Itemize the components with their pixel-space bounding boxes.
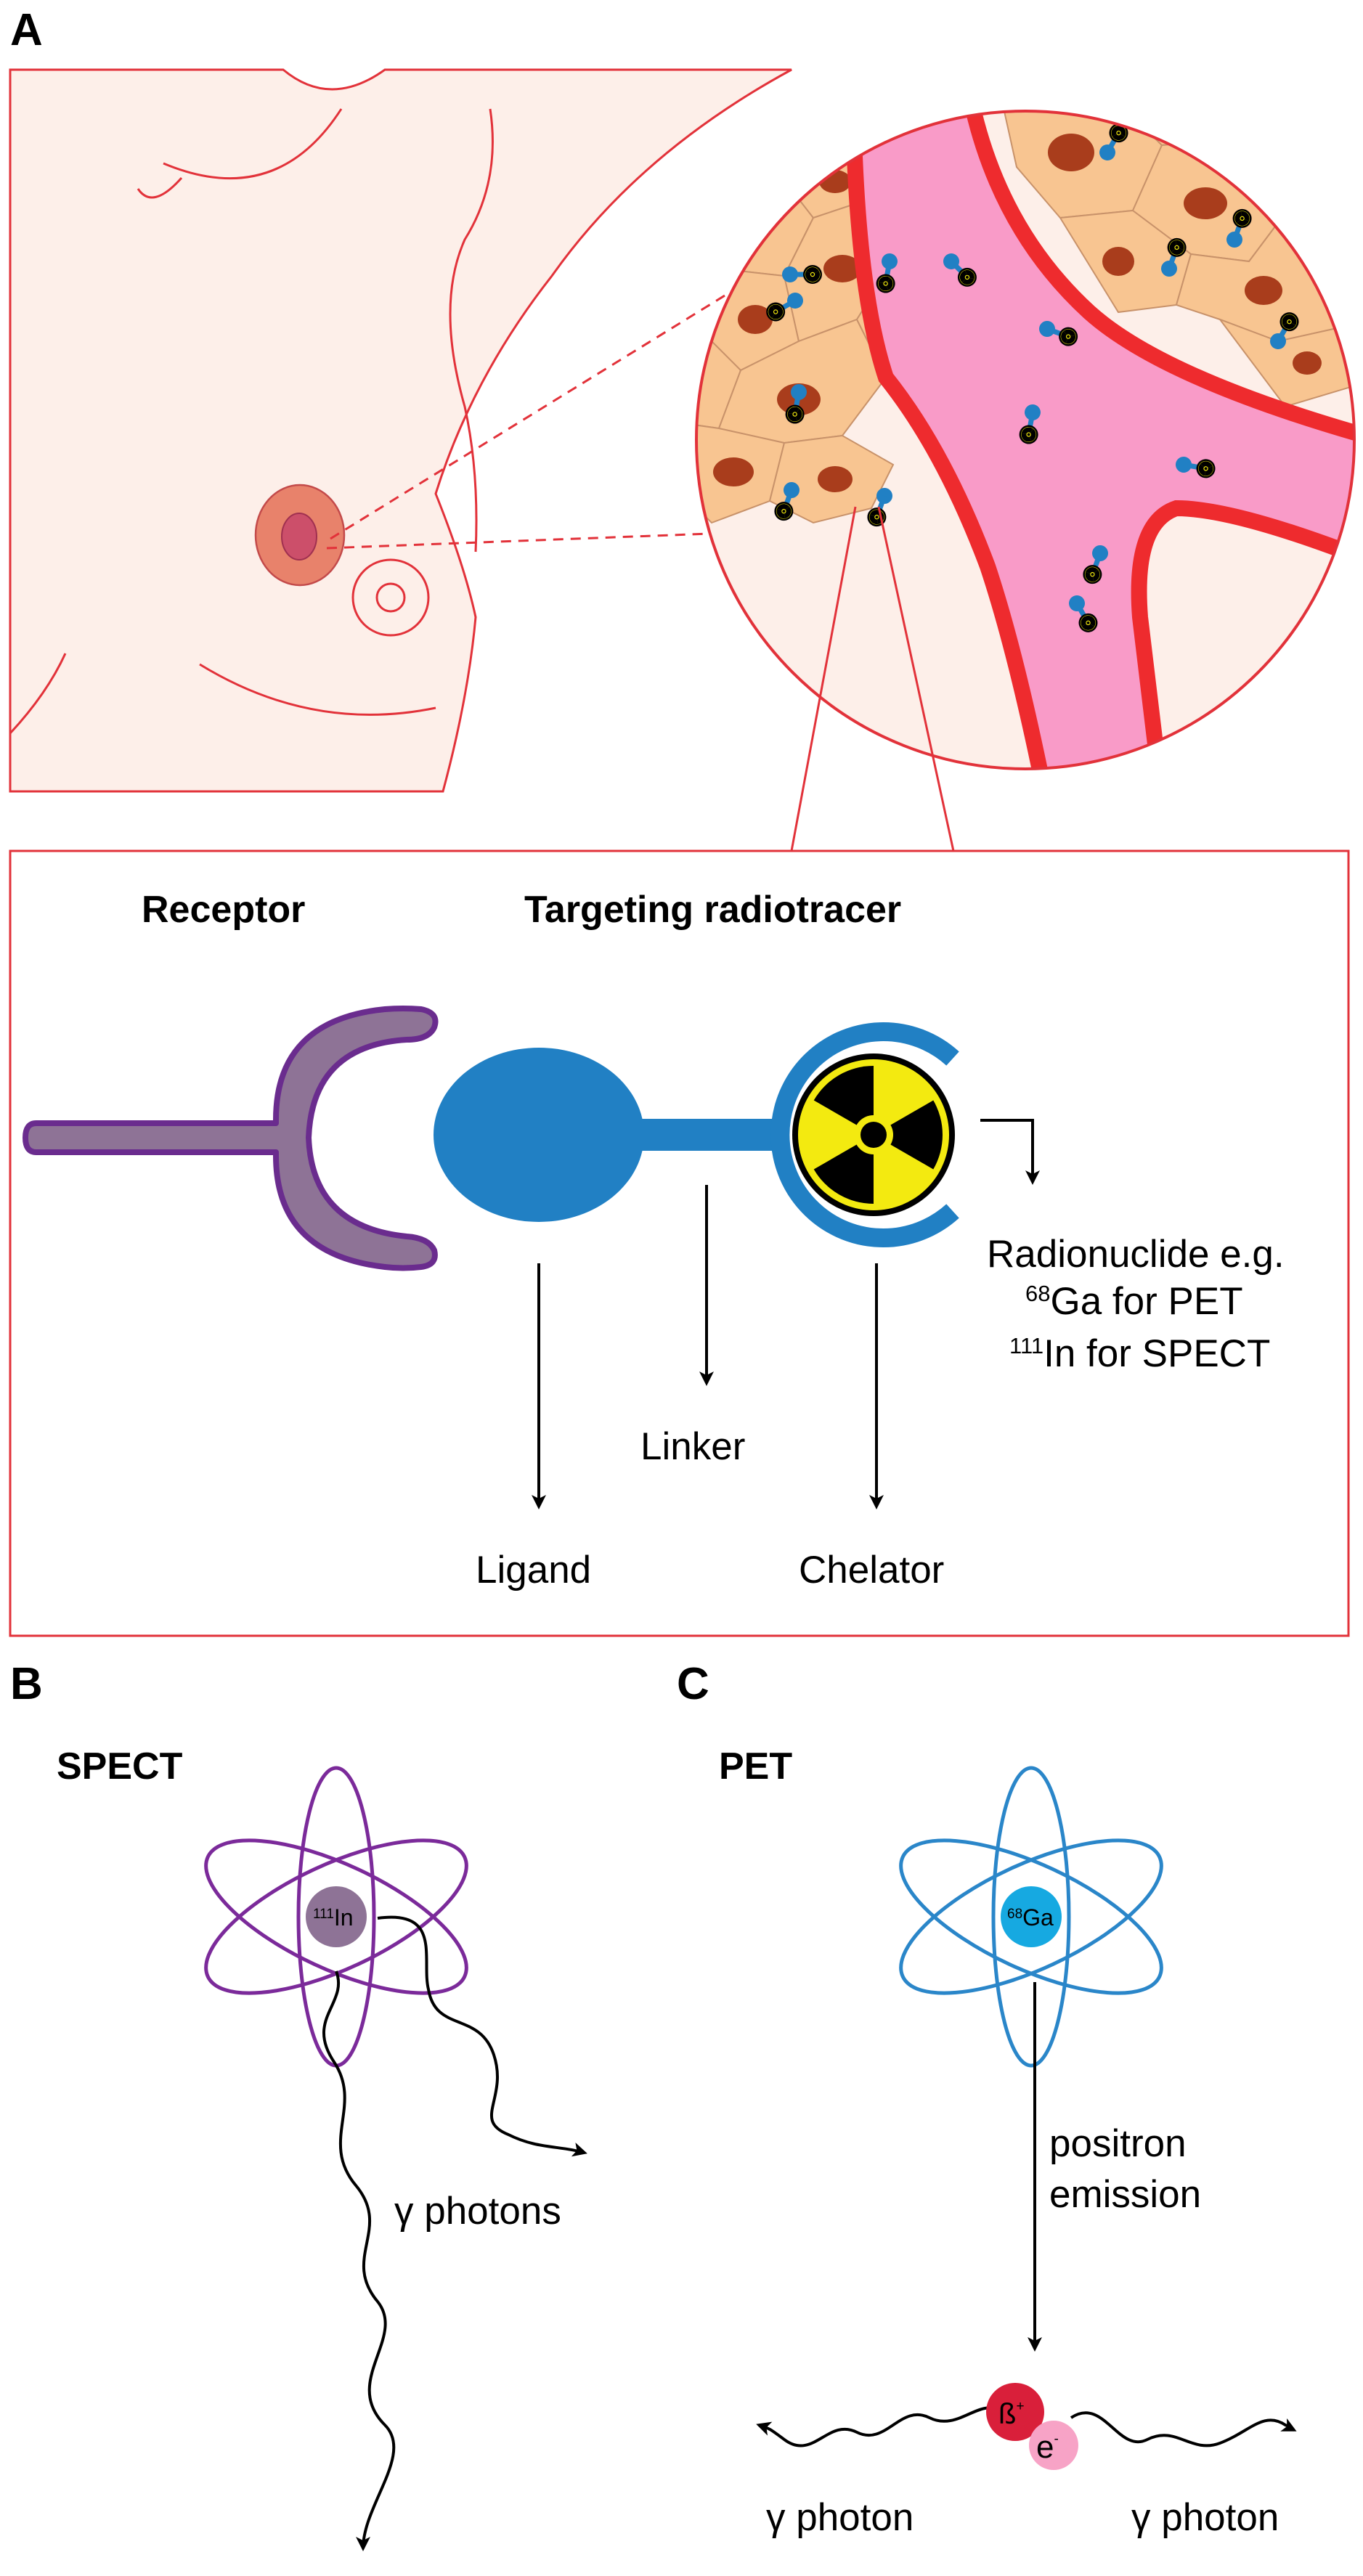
gamma-photon-right-path <box>1070 2411 1297 2447</box>
gamma-photons-label: γ photons <box>394 2190 561 2233</box>
receptor-heading: Receptor <box>142 889 305 931</box>
blood-vessel <box>845 111 1354 769</box>
areola <box>351 558 430 637</box>
callout-line-left <box>790 506 857 852</box>
indium-atom: 111In <box>204 1766 468 2068</box>
gallium-atom: 68Ga <box>899 1766 1163 2068</box>
torso-illustration <box>9 68 792 793</box>
spect-heading: SPECT <box>57 1745 183 1788</box>
radionuclide-arrow <box>980 1119 1040 1185</box>
gamma-photon-left-path <box>756 2406 1004 2447</box>
ga-pet-label: 68Ga for PET <box>1025 1280 1243 1323</box>
in-spect-label: 111In for SPECT <box>1009 1332 1270 1375</box>
positron-particle: ß+ <box>986 2383 1044 2441</box>
indium-nucleus <box>306 1886 367 1947</box>
chelator-shape <box>770 1022 959 1247</box>
zoom-line-top <box>330 271 763 540</box>
positron-symbol: ß+ <box>998 2398 1025 2430</box>
radiotracer-heading: Targeting radiotracer <box>524 889 901 931</box>
ligand-label: Ligand <box>476 1549 591 1591</box>
gallium-nucleus-label: 68Ga <box>1007 1904 1054 1931</box>
chelator-label: Chelator <box>799 1549 944 1591</box>
nipple <box>375 582 406 613</box>
indium-nucleus-label: 111In <box>313 1904 354 1931</box>
ligand-shape <box>434 1048 644 1222</box>
linker-shape <box>624 1119 784 1151</box>
linker-label: Linker <box>640 1425 745 1468</box>
panel-b-letter: B <box>10 1659 43 1709</box>
electron-particle: e- <box>1029 2421 1078 2470</box>
positron-label: positron <box>1049 2122 1187 2165</box>
callout-line-right <box>877 506 955 852</box>
panel-a-letter: A <box>10 5 43 55</box>
emission-label: emission <box>1049 2173 1201 2216</box>
photon-path-1 <box>377 1915 587 2157</box>
photon-path-2 <box>322 1970 396 2551</box>
panel-c-letter: C <box>677 1659 709 1709</box>
gamma-photon-right-label: γ photon <box>1131 2496 1279 2539</box>
gallium-nucleus <box>1001 1886 1062 1947</box>
receptor-shape <box>23 1006 439 1271</box>
radiotracer-detail-box <box>9 849 1350 1637</box>
pet-heading: PET <box>719 1745 792 1788</box>
zoom-line-bottom <box>326 532 711 550</box>
tumor <box>254 484 346 587</box>
gamma-photon-left-label: γ photon <box>766 2496 914 2539</box>
electron-symbol: e- <box>1036 2429 1059 2465</box>
tissue-zoom-circle <box>695 110 1356 770</box>
radiation-icon <box>792 1053 955 1216</box>
radionuclide-label: Radionuclide e.g. <box>987 1233 1285 1276</box>
radiotracer-molecule <box>434 1022 959 1247</box>
